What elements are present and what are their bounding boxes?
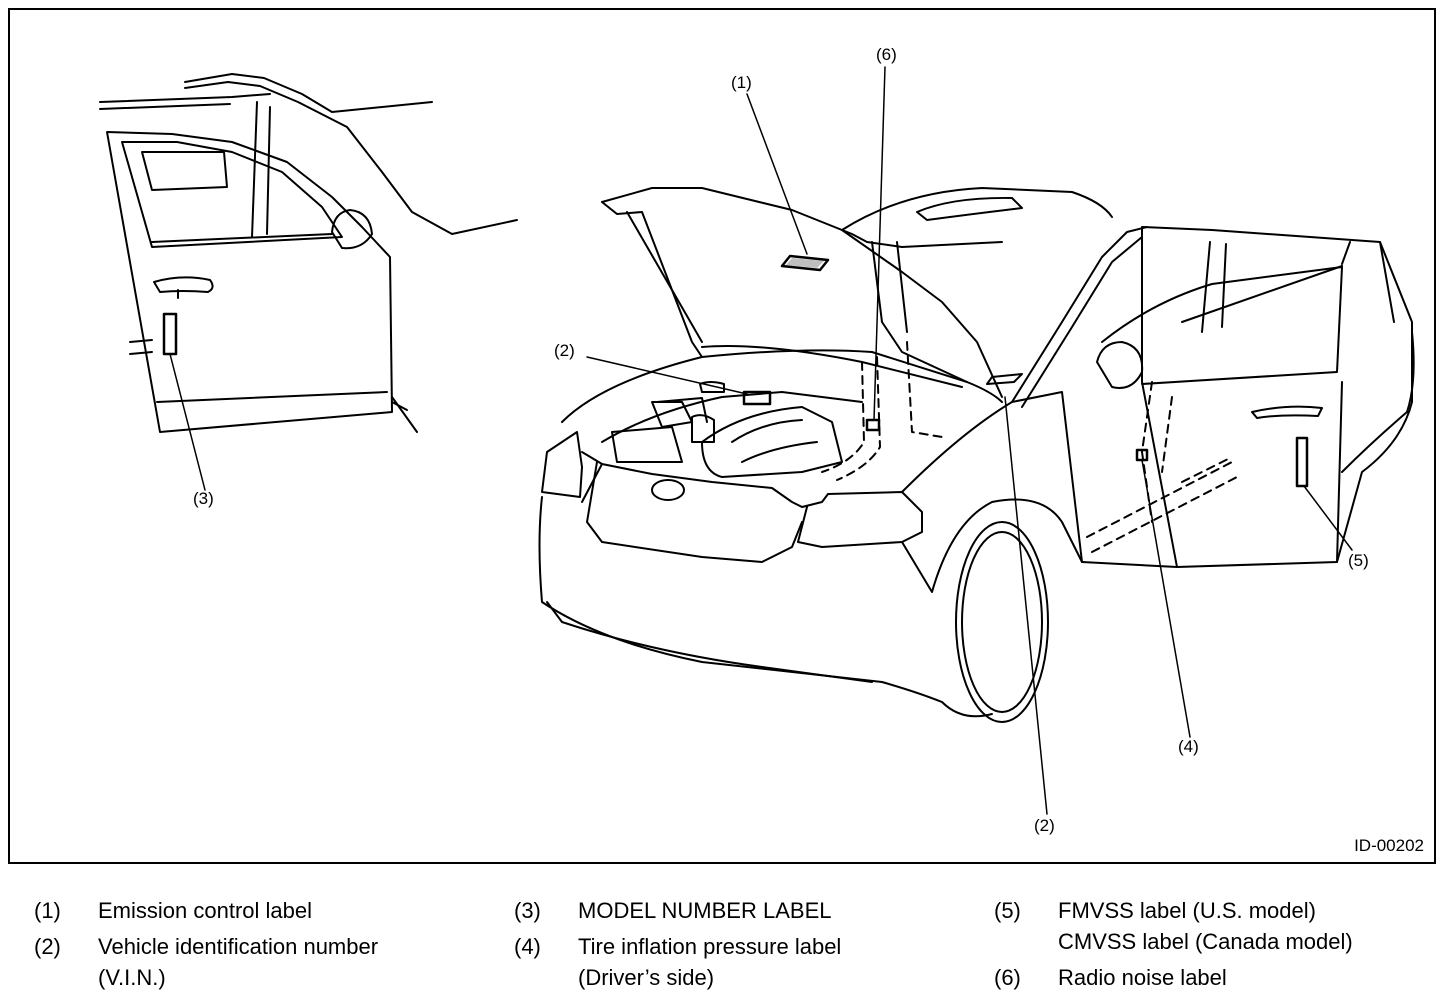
- diagram-frame: (1) (6) (2) (3) (5) (4) (2) ID-00202: [8, 8, 1436, 864]
- legend-number: (2): [34, 934, 61, 959]
- legend-text: FMVSS label (U.S. model): [1058, 898, 1316, 923]
- callout-2-pillar: (2): [1034, 816, 1055, 835]
- legend-number: (4): [514, 934, 541, 959]
- legend-number: (6): [994, 965, 1021, 990]
- driver-door-drawing: [99, 73, 518, 433]
- callout-4: (4): [1178, 737, 1199, 756]
- legend-text-line2: (V.I.N.): [98, 965, 166, 990]
- legend-text: Emission control label: [98, 898, 312, 923]
- callout-5: (5): [1348, 551, 1369, 570]
- figure-id: ID-00202: [1354, 836, 1424, 855]
- legend-number: (1): [34, 898, 61, 923]
- legend-text-line2: (Driver’s side): [578, 965, 715, 990]
- legend-number: (3): [514, 898, 541, 923]
- leader-lines: [169, 66, 1353, 815]
- legend-text-line2: CMVSS label (Canada model): [1058, 929, 1353, 954]
- callout-3: (3): [193, 489, 214, 508]
- legend-text: Radio noise label: [1058, 965, 1227, 990]
- legend-number: (5): [994, 898, 1021, 923]
- legend-text: Vehicle identification number: [98, 934, 379, 959]
- callout-2-engine: (2): [554, 341, 575, 360]
- legend-text: MODEL NUMBER LABEL: [578, 898, 832, 923]
- vehicle-label-locations-drawing: [99, 66, 1415, 815]
- callout-6: (6): [876, 45, 897, 64]
- legend-text: Tire inflation pressure label: [578, 934, 842, 959]
- callout-1: (1): [731, 73, 752, 92]
- car-front-drawing: [538, 187, 1415, 723]
